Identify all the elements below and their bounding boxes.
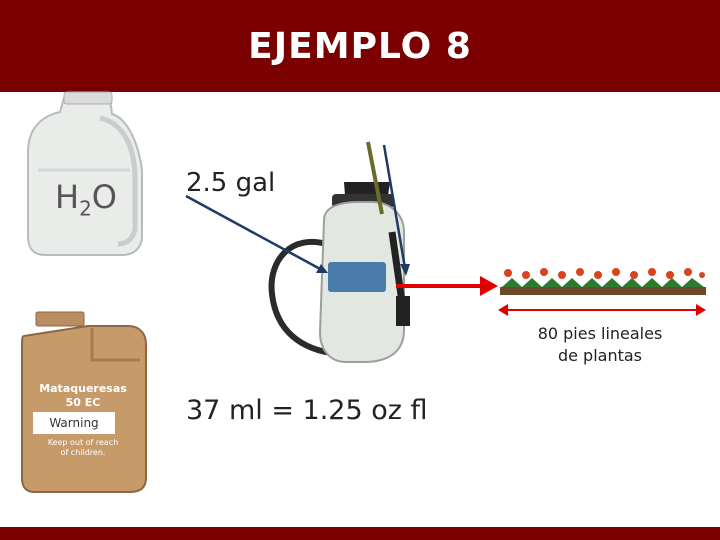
pesticide-amount: 37 ml = 1.25 oz fl <box>186 395 428 426</box>
h2o-label: H2O <box>55 178 117 220</box>
water-jug-icon <box>28 92 142 255</box>
water-amount: 2.5 gal <box>186 168 275 198</box>
coverage-arrow <box>396 276 498 296</box>
plant-rows-icon <box>500 268 706 295</box>
row-length-arrow <box>498 304 706 316</box>
water-arrow <box>186 196 328 273</box>
warning-label: Warning <box>33 412 115 434</box>
